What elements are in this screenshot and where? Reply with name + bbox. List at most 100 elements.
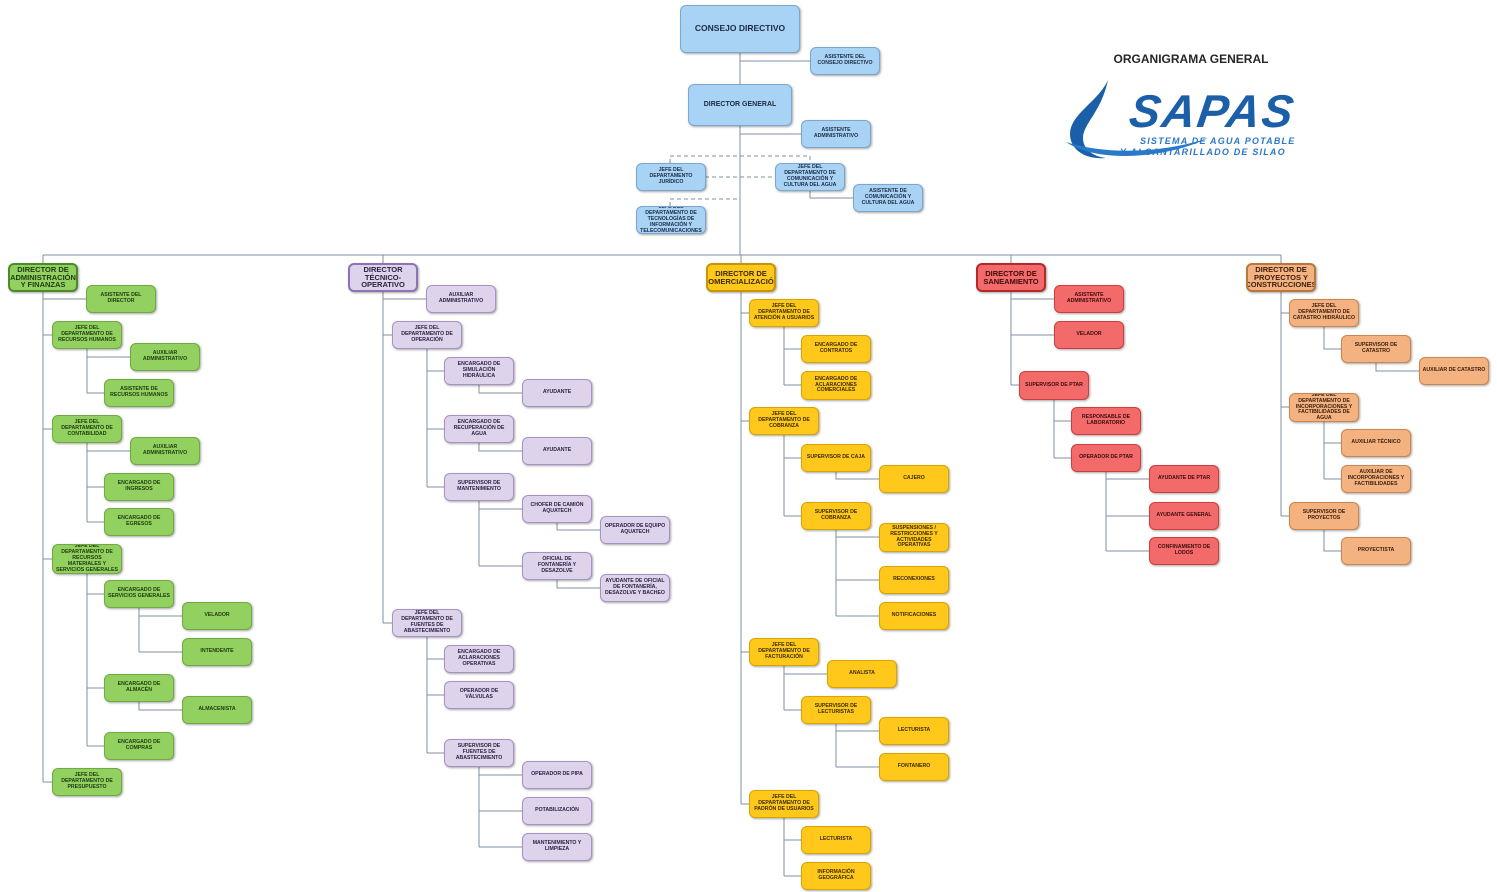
jefe-atencion-usuarios: JEFE DEL DEPARTAMENTO DE ATENCIÓN A USUA… xyxy=(749,299,819,327)
jefe-incorporaciones: JEFE DEL DEPARTAMENTO DE INCORPORACIONES… xyxy=(1289,393,1359,422)
jefe-presupuesto: JEFE DEL DEPARTAMENTO DE PRESUPUESTO xyxy=(52,768,122,796)
fontanero: FONTANERO xyxy=(879,753,949,781)
jefe-recursos-materiales: JEFE DEL DEPARTAMENTO DE RECURSOS MATERI… xyxy=(52,544,122,574)
velador-sa: VELADOR xyxy=(1054,321,1124,349)
velador-af: VELADOR xyxy=(182,602,252,630)
operador-valvulas: OPERADOR DE VÁLVULAS xyxy=(444,681,514,709)
lecturista-facturacion: LECTURISTA xyxy=(879,717,949,745)
encargado-recuperacion: ENCARGADO DE RECUPERACIÓN DE AGUA xyxy=(444,415,514,443)
jefe-catastro: JEFE DEL DEPARTAMENTO DE CATASTRO HIDRÁU… xyxy=(1289,299,1359,327)
connector-line xyxy=(1375,363,1419,372)
encargado-simulacion: ENCARGADO DE SIMULACIÓN HIDRÁULICA xyxy=(444,357,514,385)
encargado-ingresos: ENCARGADO DE INGRESOS xyxy=(104,473,174,501)
cajero: CAJERO xyxy=(879,465,949,493)
jefe-facturacion: JEFE DEL DEPARTAMENTO DE FACTURACIÓN xyxy=(749,638,819,666)
auxiliar-incorporaciones: AUXILIAR DE INCORPORACIONES Y FACTIBILID… xyxy=(1341,465,1411,493)
connector-line xyxy=(478,443,522,452)
jefe-padron-usuarios: JEFE DEL DEPARTAMENTO DE PADRÓN DE USUAR… xyxy=(749,790,819,818)
supervisor-proyectos: SUPERVISOR DE PROYECTOS xyxy=(1289,502,1359,530)
director-comercializacion: DIRECTOR DE COMERCIALIZACIÓN xyxy=(706,263,776,292)
supervisor-lecturistas: SUPERVISOR DE LECTURISTAS xyxy=(801,696,871,724)
auxiliar-catastro: AUXILIAR DE CATASTRO xyxy=(1419,357,1489,385)
connector-line xyxy=(478,385,522,394)
director-general: DIRECTOR GENERAL xyxy=(688,84,792,126)
mantenimiento-limpieza: MANTENIMIENTO Y LIMPIEZA xyxy=(522,833,592,861)
connector-line xyxy=(86,349,104,394)
connector-line xyxy=(1323,327,1341,350)
asistente-consejo: ASISTENTE DEL CONSEJO DIRECTIVO xyxy=(810,47,880,75)
ayudante-ptar: AYUDANTE DE PTAR xyxy=(1149,465,1219,493)
ayudante-oficial-fontaneria: AYUDANTE DE OFICIAL DE FONTANERÍA, DESAZ… xyxy=(600,574,670,602)
director-proyectos: DIRECTOR DE PROYECTOS Y CONSTRUCCIONES xyxy=(1246,263,1316,292)
proyectista: PROYECTISTA xyxy=(1341,537,1411,565)
ayudante-simulacion: AYUDANTE xyxy=(522,379,592,407)
notificaciones: NOTIFICACIONES xyxy=(879,602,949,630)
confinamiento-lodos: CONFINAMIENTO DE LODOS xyxy=(1149,537,1219,565)
auxiliar-administrativo-to: AUXILIAR ADMINISTRATIVO xyxy=(426,285,496,313)
jefe-cobranza: JEFE DEL DEPARTAMENTO DE COBRANZA xyxy=(749,407,819,435)
asistente-director: ASISTENTE DEL DIRECTOR xyxy=(86,285,156,313)
oficial-fontaneria: OFICIAL DE FONTANERÍA Y DESAZOLVE xyxy=(522,552,592,580)
operador-equipo-aquatech: OPERADOR DE EQUIPO AQUATECH xyxy=(600,516,670,544)
connector-line xyxy=(835,472,879,480)
intendente: INTENDENTE xyxy=(182,638,252,666)
chart-title: ORGANIGRAMA GENERAL xyxy=(1113,52,1269,66)
supervisor-caja: SUPERVISOR DE CAJA xyxy=(801,444,871,472)
connector-line xyxy=(669,198,705,206)
director-tecnico-operativo: DIRECTOR TÉCNICO-OPERATIVO xyxy=(348,263,418,292)
lecturista-padron: LECTURISTA xyxy=(801,826,871,854)
encargado-almacen: ENCARGADO DE ALMACÉN xyxy=(104,674,174,702)
informacion-geografica: INFORMACIÓN GEOGRÁFICA xyxy=(801,862,871,890)
director-administracion: DIRECTOR DE ADMINISTRACIÓN Y FINANZAS xyxy=(8,263,78,292)
operador-pipa: OPERADOR DE PIPA xyxy=(522,761,592,789)
ayudante-recuperacion: AYUDANTE xyxy=(522,437,592,465)
supervisor-mantenimiento: SUPERVISOR DE MANTENIMIENTO xyxy=(444,473,514,501)
connector-line xyxy=(669,155,811,163)
jefe-comunicacion: JEFE DEL DEPARTAMENTO DE COMUNICACIÓN Y … xyxy=(775,163,845,191)
jefe-juridico: JEFE DEL DEPARTAMENTO JURÍDICO xyxy=(636,163,706,191)
potabilizacion: POTABILIZACIÓN xyxy=(522,797,592,825)
asistente-comunicacion: ASISTENTE DE COMUNICACIÓN Y CULTURA DEL … xyxy=(853,184,923,212)
asistente-administrativo-sa: ASISTENTE ADMINISTRATIVO xyxy=(1054,285,1124,313)
connector-line xyxy=(556,580,600,589)
encargado-contratos: ENCARGADO DE CONTRATOS xyxy=(801,335,871,363)
reconexiones: RECONEXIONES xyxy=(879,566,949,594)
ayudante-general: AYUDANTE GENERAL xyxy=(1149,502,1219,530)
operador-ptar: OPERADOR DE PTAR xyxy=(1071,444,1141,472)
connector-line xyxy=(556,523,600,531)
auxiliar-administrativo-rh: AUXILIAR ADMINISTRATIVO xyxy=(130,343,200,371)
jefe-fuentes-abastecimiento: JEFE DEL DEPARTAMENTO DE FUENTES DE ABAS… xyxy=(392,609,462,637)
chofer-aquatech: CHOFER DE CAMIÓN AQUATECH xyxy=(522,495,592,523)
logo-subtitle-1: SISTEMA DE AGUA POTABLE xyxy=(1140,136,1296,146)
auxiliar-administrativo-contab: AUXILIAR ADMINISTRATIVO xyxy=(130,437,200,465)
jefe-recursos-humanos: JEFE DEL DEPARTAMENTO DE RECURSOS HUMANO… xyxy=(52,321,122,349)
supervisor-fuentes: SUPERVISOR DE FUENTES DE ABASTECIMIENTO xyxy=(444,739,514,767)
logo-wordmark: SAPAS xyxy=(1126,85,1299,137)
supervisor-catastro: SUPERVISOR DE CATASTRO xyxy=(1341,335,1411,363)
encargado-aclaraciones-operativas: ENCARGADO DE ACLARACIONES OPERATIVAS xyxy=(444,645,514,673)
logo-subtitle-2: Y ALCANTARILLADO DE SILAO xyxy=(1120,147,1286,157)
asistente-recursos-humanos: ASISTENTE DE RECURSOS HUMANOS xyxy=(104,379,174,407)
consejo-directivo: CONSEJO DIRECTIVO xyxy=(680,5,800,53)
connector-line xyxy=(809,191,853,199)
encargado-compras: ENCARGADO DE COMPRAS xyxy=(104,732,174,760)
almacenista: ALMACENISTA xyxy=(182,696,252,724)
auxiliar-tecnico: AUXILIAR TÉCNICO xyxy=(1341,429,1411,457)
suspensiones-restricciones: SUSPENSIONES / RESTRICCIONES Y ACTIVIDAD… xyxy=(879,523,949,552)
supervisor-ptar: SUPERVISOR DE PTAR xyxy=(1019,371,1089,400)
jefe-contabilidad: JEFE DEL DEPARTAMENTO DE CONTABILIDAD xyxy=(52,415,122,443)
asistente-administrativo-dg: ASISTENTE ADMINISTRATIVO xyxy=(801,120,871,148)
analista: ANALISTA xyxy=(827,660,897,688)
jefe-operacion: JEFE DEL DEPARTAMENTO DE OPERACIÓN xyxy=(392,321,462,349)
connector-line xyxy=(1323,530,1341,552)
sapas-logo-drop-icon xyxy=(1066,80,1208,159)
encargado-egresos: ENCARGADO DE EGRESOS xyxy=(104,508,174,536)
supervisor-cobranza: SUPERVISOR DE COBRANZA xyxy=(801,502,871,530)
encargado-servicios-generales: ENCARGADO DE SERVICIOS GENERALES xyxy=(104,580,174,608)
jefe-tecnologias: JEFE DEL DEPARTAMENTO DE TECNOLOGÍAS DE … xyxy=(636,206,706,234)
connector-line xyxy=(138,702,182,711)
responsable-laboratorio: RESPONSABLE DE LABORATORIO xyxy=(1071,407,1141,435)
encargado-aclaraciones-comerciales: ENCARGADO DE ACLARACIONES COMERCIALES xyxy=(801,371,871,400)
director-saneamiento: DIRECTOR DE SANEAMIENTO xyxy=(976,263,1046,292)
